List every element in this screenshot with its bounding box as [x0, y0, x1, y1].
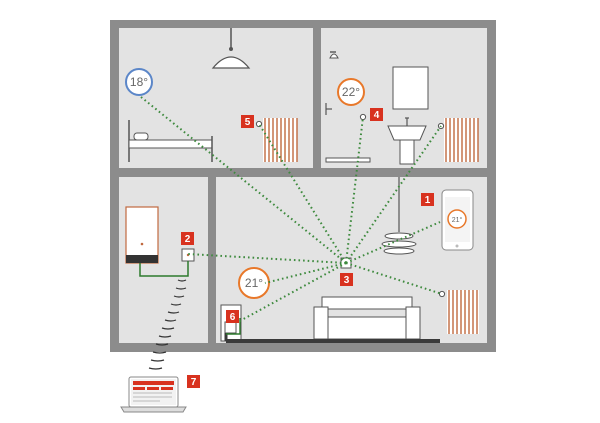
- wireless-signal-waves: [148, 279, 187, 370]
- ceiling-lamp-icon: [211, 28, 251, 69]
- bathtub-icon: [325, 103, 371, 163]
- smartphone-icon[interactable]: 21°: [441, 189, 474, 251]
- link-bathroom-radiator: [345, 125, 442, 264]
- marker-6-label: 6: [230, 312, 236, 323]
- shower-head-icon: [329, 51, 339, 59]
- radiator-icon: [444, 118, 479, 162]
- boiler-icon: [125, 206, 159, 264]
- marker-3-label: 3: [344, 275, 350, 286]
- marker-5: 5: [241, 115, 254, 128]
- thermostat-bedroom-value: 18°: [130, 75, 148, 89]
- boiler-connection-wire: [139, 261, 189, 277]
- device6-wire: [226, 318, 241, 335]
- thermostat-bathroom-value: 22°: [342, 85, 360, 99]
- radiator-valve: [438, 290, 446, 298]
- marker-7: 7: [187, 375, 200, 388]
- sofa-icon: [313, 296, 421, 340]
- link-bathroom-sensor: [345, 116, 364, 264]
- marker-1: 1: [421, 193, 434, 206]
- link-gateway: [187, 253, 347, 264]
- thermostat-living-value: 21°: [245, 276, 263, 290]
- link-phone: [345, 221, 441, 264]
- marker-1-label: 1: [425, 195, 431, 206]
- thermostat-bedroom: 18°: [125, 68, 153, 96]
- marker-4: 4: [370, 108, 383, 121]
- radiator-icon: [263, 118, 298, 162]
- wireless-links: [140, 96, 443, 323]
- radiator-icon: [447, 290, 479, 334]
- marker-5-label: 5: [245, 117, 251, 128]
- bathroom-sensor: [359, 113, 367, 121]
- phone-app-temperature: 21°: [452, 216, 463, 224]
- marker-6: 6: [226, 310, 239, 323]
- marker-2: 2: [181, 232, 194, 245]
- thermostat-living: 21°: [238, 267, 270, 299]
- link-device6: [237, 262, 347, 323]
- link-living-thermostat: [264, 262, 347, 284]
- marker-3: 3: [340, 273, 353, 286]
- marker-7-label: 7: [191, 377, 197, 388]
- link-living-radiator: [345, 262, 443, 295]
- pendant-lamp-icon: [381, 177, 417, 255]
- laptop-icon[interactable]: [120, 376, 187, 413]
- bed-icon: [128, 120, 213, 162]
- marker-2-label: 2: [185, 234, 191, 245]
- thermostat-bathroom: 22°: [337, 78, 365, 106]
- marker-4-label: 4: [374, 110, 380, 121]
- mirror-icon: [392, 66, 429, 110]
